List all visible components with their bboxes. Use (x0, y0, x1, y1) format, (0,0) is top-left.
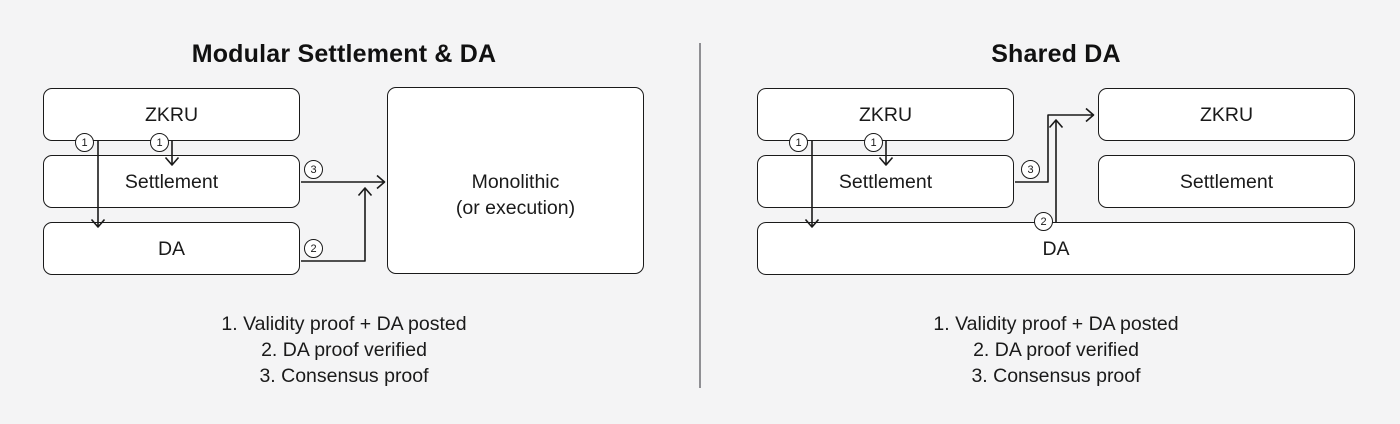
legend-item-1: 1. Validity proof + DA posted (933, 313, 1179, 335)
box-monolithic: Monolithic (or execution) (387, 87, 644, 274)
box-label-settlement: Settlement (838, 170, 933, 193)
box-label-zkru: ZKRU (858, 103, 913, 126)
box-label-settlement: Settlement (1179, 170, 1274, 193)
box-da-shared: DA (757, 222, 1355, 275)
box-label-monolithic-line2: (or execution) (455, 196, 576, 219)
legend-item-1: 1. Validity proof + DA posted (221, 313, 467, 335)
panel-divider (699, 43, 701, 388)
box-label-da: DA (157, 237, 186, 260)
legend-item-3: 3. Consensus proof (259, 365, 429, 387)
box-label-settlement: Settlement (124, 170, 219, 193)
box-zkru-modular: ZKRU (43, 88, 300, 141)
box-da-modular: DA (43, 222, 300, 275)
marker-1-right-modular: 1 (150, 133, 169, 152)
legend-item-2: 2. DA proof verified (973, 339, 1139, 361)
legend-item-3: 3. Consensus proof (971, 365, 1141, 387)
box-settlement-modular: Settlement (43, 155, 300, 208)
box-zkru-shared-left: ZKRU (757, 88, 1014, 141)
marker-3-shared: 3 (1021, 160, 1040, 179)
legend-item-2: 2. DA proof verified (261, 339, 427, 361)
marker-1-right-shared: 1 (864, 133, 883, 152)
panel-title-modular: Modular Settlement & DA (191, 40, 497, 68)
box-label-zkru: ZKRU (1199, 103, 1254, 126)
legend-shared: 1. Validity proof + DA posted 2. DA proo… (757, 311, 1355, 389)
box-settlement-shared-left: Settlement (757, 155, 1014, 208)
arrow-da-proof-right-panel (1048, 119, 1064, 222)
box-label-zkru: ZKRU (144, 103, 199, 126)
box-label-monolithic-line1: Monolithic (471, 170, 560, 193)
legend-modular: 1. Validity proof + DA posted 2. DA proo… (43, 311, 645, 389)
marker-1-left-modular: 1 (75, 133, 94, 152)
marker-1-left-shared: 1 (789, 133, 808, 152)
box-settlement-shared-right: Settlement (1098, 155, 1355, 208)
panel-title-shared-da: Shared DA (991, 40, 1121, 68)
box-zkru-shared-right: ZKRU (1098, 88, 1355, 141)
box-label-da: DA (1042, 237, 1070, 260)
marker-2-modular: 2 (304, 239, 323, 258)
marker-3-modular: 3 (304, 160, 323, 179)
marker-2-shared: 2 (1034, 212, 1053, 231)
